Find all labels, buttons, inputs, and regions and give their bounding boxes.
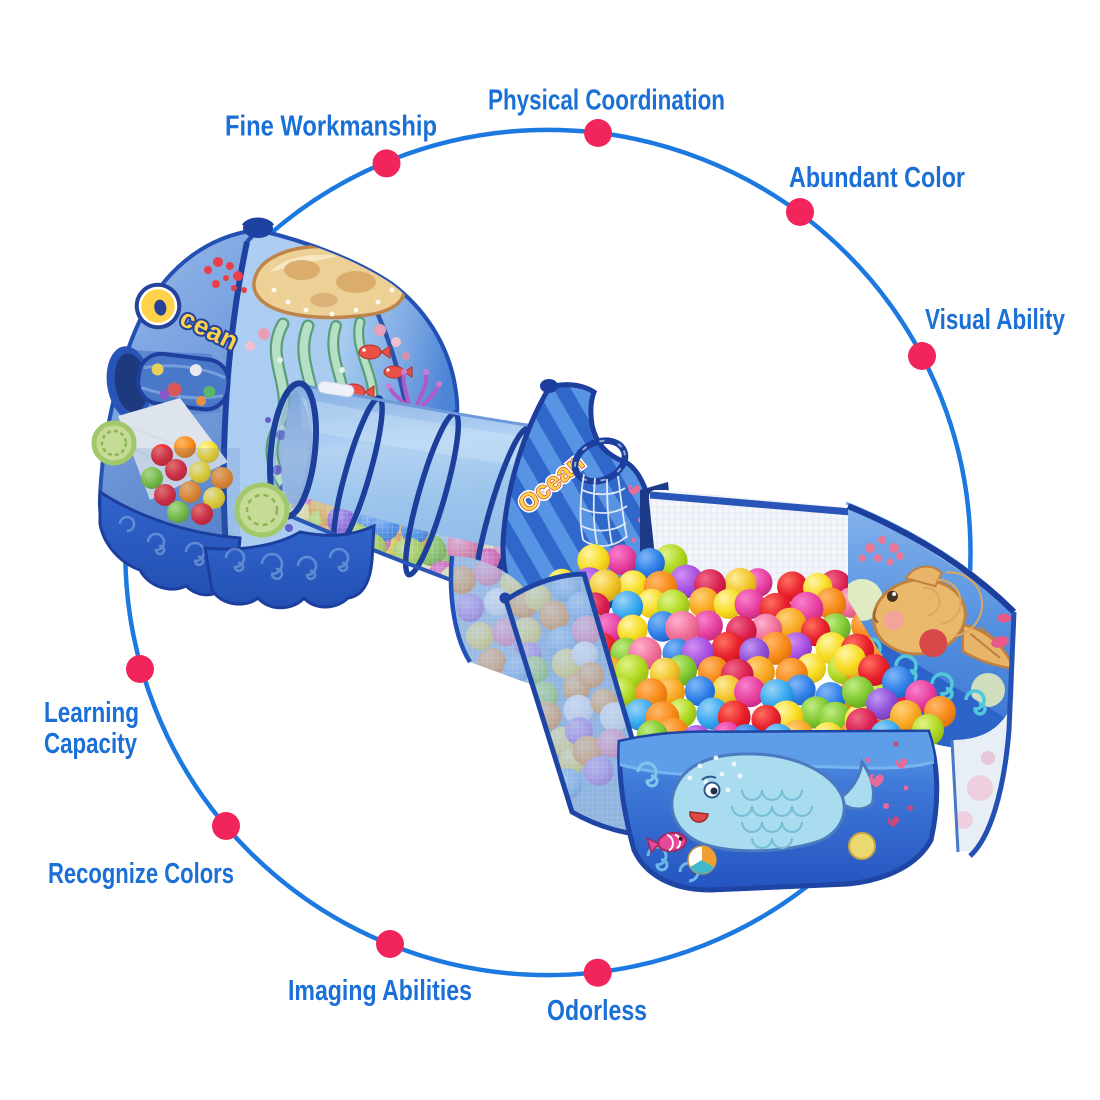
svg-text:Capacity: Capacity [44,728,137,760]
svg-text:Odorless: Odorless [547,995,647,1027]
svg-text:Physical Coordination: Physical Coordination [488,85,725,117]
svg-text:Visual Ability: Visual Ability [925,304,1065,336]
svg-text:Fine Workmanship: Fine Workmanship [225,111,437,143]
svg-text:Recognize Colors: Recognize Colors [48,858,234,890]
svg-text:Abundant Color: Abundant Color [789,162,965,194]
svg-text:Imaging Abilities: Imaging Abilities [288,975,472,1007]
svg-text:Learning: Learning [44,697,139,729]
